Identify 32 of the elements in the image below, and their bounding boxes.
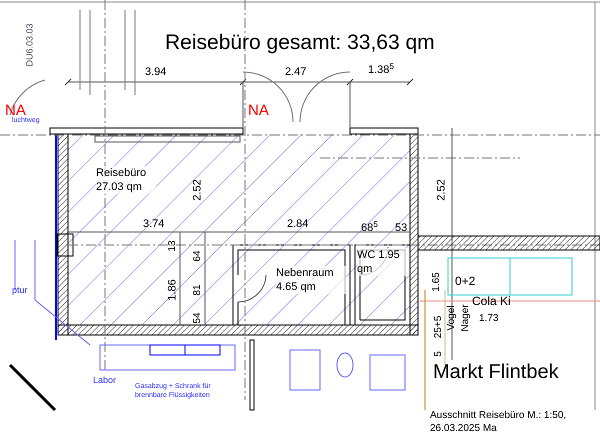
- room-code: DU6.03.03: [26, 23, 34, 67]
- dimension-value: 2.52: [192, 179, 204, 201]
- dimension-value: 1.38$^{5}$: [368, 64, 394, 78]
- dimension-value: 68$^{5}$: [361, 222, 378, 236]
- dimension-value: 3.94: [145, 66, 166, 80]
- table-label: 0+2: [455, 274, 476, 289]
- dimension-value: 54: [193, 312, 203, 324]
- dimension-value: 2.84: [287, 218, 308, 232]
- dimension-value: 2.47: [285, 66, 306, 80]
- dimension-value: 1.65: [432, 272, 442, 292]
- dimension-value: 64: [193, 250, 203, 262]
- shelf-label: Cola Ki: [472, 294, 511, 309]
- marker-text: NA: [248, 102, 269, 121]
- room-label: Nebenraum 4.65 qm: [276, 266, 346, 294]
- plan-note: ptur: [12, 285, 28, 296]
- plan-note: Labor: [93, 375, 116, 386]
- dimension-value: 13: [168, 240, 178, 252]
- plan-heading: Markt Flintbek: [433, 360, 560, 385]
- dimension-value: 3.74: [143, 218, 164, 232]
- dimension-value: 2.52: [436, 179, 448, 201]
- shelf-label: Nager: [461, 304, 471, 332]
- room-label: WC 1.95 qm: [357, 248, 409, 276]
- dimension-value: 25+5: [434, 316, 444, 338]
- plan-title: Reisebüro gesamt: 33,63 qm: [165, 30, 435, 56]
- dimension-value: 81: [193, 284, 203, 296]
- dimension-value: 5: [434, 351, 444, 357]
- shelf-label: Vogel: [447, 305, 457, 331]
- room-label: Reisebüro 27.03 qm: [96, 166, 156, 194]
- dimension-value: 1.86: [168, 279, 178, 301]
- dimension-value: 1.73: [479, 313, 498, 326]
- plan-caption: Ausschnitt Reisebüro M.: 1:50, 26.03.2025 Ma: [430, 410, 568, 435]
- dimension-value: 53: [395, 222, 408, 236]
